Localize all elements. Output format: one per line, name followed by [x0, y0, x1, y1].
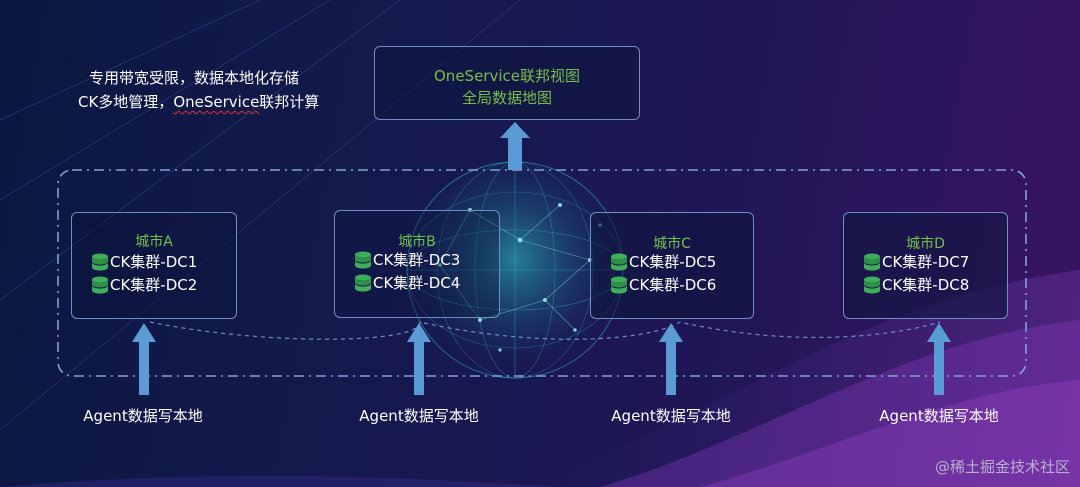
- city-title: 城市B: [398, 234, 436, 250]
- city-box-c: 城市C CK集群-DC5 CK集群-DC6: [590, 212, 754, 319]
- agent-label: Agent数据写本地: [83, 407, 203, 425]
- note-line-2: CK多地管理，OneService联邦计算: [78, 91, 319, 112]
- agent-label: Agent数据写本地: [611, 407, 731, 425]
- cluster-name: CK集群-DC6: [629, 276, 717, 294]
- note-line-2-suffix: 联邦计算: [259, 93, 320, 111]
- watermark: @稀土掘金技术社区: [934, 458, 1070, 476]
- wave-decoration: [0, 270, 1080, 487]
- database-icon: [92, 276, 108, 293]
- cluster-name: CK集群-DC3: [373, 251, 461, 269]
- up-arrow-icon: [500, 122, 530, 170]
- city-box-a: 城市A CK集群-DC1 CK集群-DC2: [71, 212, 237, 319]
- globe-icon: [405, 160, 625, 380]
- database-icon: [864, 253, 880, 270]
- city-connection-curve: [149, 321, 941, 340]
- up-arrow-icon: [659, 323, 683, 395]
- note-line-2-prefix: CK多地管理，: [78, 93, 174, 111]
- cluster-name: CK集群-DC8: [882, 276, 970, 294]
- cluster-name: CK集群-DC4: [373, 274, 461, 292]
- oneservice-title: OneService联邦视图: [434, 67, 580, 85]
- cluster-item: CK集群-DC8: [862, 274, 969, 295]
- database-icon: [92, 253, 108, 270]
- cluster-name: CK集群-DC7: [882, 253, 970, 271]
- cluster-name: CK集群-DC1: [110, 253, 198, 271]
- cluster-item: CK集群-DC6: [609, 274, 716, 295]
- database-icon: [355, 274, 371, 291]
- city-title: 城市D: [906, 236, 945, 252]
- cluster-item: CK集群-DC5: [609, 251, 716, 272]
- cluster-item: CK集群-DC1: [90, 251, 197, 272]
- oneservice-box: OneService联邦视图 全局数据地图: [374, 46, 640, 120]
- cluster-name: CK集群-DC5: [629, 253, 717, 271]
- up-arrow-icon: [132, 323, 156, 395]
- agent-label: Agent数据写本地: [359, 407, 479, 425]
- city-title: 城市C: [653, 236, 691, 252]
- note-line-1: 专用带宽受限，数据本地化存储: [89, 69, 300, 87]
- database-icon: [864, 276, 880, 293]
- federation-region-border: [57, 169, 1027, 377]
- city-title: 城市A: [135, 234, 173, 250]
- note-line-2-marked: OneService: [173, 93, 260, 111]
- database-icon: [611, 276, 627, 293]
- city-box-d: 城市D CK集群-DC7 CK集群-DC8: [843, 212, 1008, 319]
- up-arrow-icon: [407, 323, 431, 395]
- cluster-item: CK集群-DC4: [353, 272, 460, 293]
- cluster-item: CK集群-DC7: [862, 251, 969, 272]
- cluster-item: CK集群-DC2: [90, 274, 197, 295]
- oneservice-subtitle: 全局数据地图: [461, 89, 552, 107]
- cluster-name: CK集群-DC2: [110, 276, 198, 294]
- agent-label: Agent数据写本地: [879, 407, 999, 425]
- city-box-b: 城市B CK集群-DC3 CK集群-DC4: [334, 210, 500, 318]
- database-icon: [355, 251, 371, 268]
- cluster-item: CK集群-DC3: [353, 249, 460, 270]
- up-arrow-icon: [927, 323, 951, 395]
- database-icon: [611, 253, 627, 270]
